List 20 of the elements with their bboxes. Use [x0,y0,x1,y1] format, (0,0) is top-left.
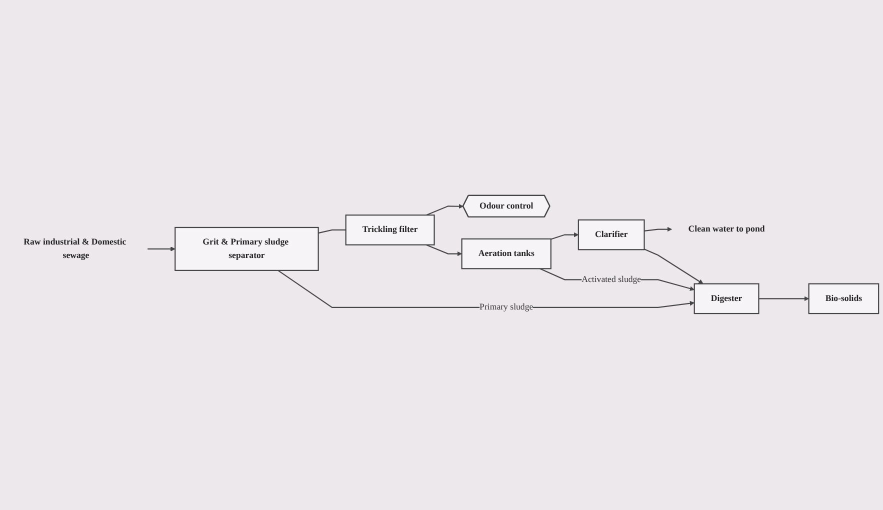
arrow [644,248,704,284]
node-box: Digester [694,284,760,314]
node-box: Trickling filter [345,214,435,246]
arrow [540,268,695,292]
arrow [644,227,672,232]
connector [318,230,346,234]
node-box: Clarifier [578,220,645,250]
node-box: Aeration tanks [461,238,552,270]
arrow [426,204,464,216]
edge-label: Activated sludge [582,274,642,284]
node-box: Grit & Primary sludge separator [174,227,319,272]
node-text: Clean water to pond [688,224,765,234]
arrow [278,270,695,308]
edge-label: Primary sludge [480,302,534,312]
arrow [758,296,810,302]
arrow [148,246,176,252]
node-text: Raw industrial & Domestic sewage [24,238,126,260]
arrow [550,232,579,240]
arrow [426,244,462,256]
node-box: Bio-solids [808,284,880,314]
